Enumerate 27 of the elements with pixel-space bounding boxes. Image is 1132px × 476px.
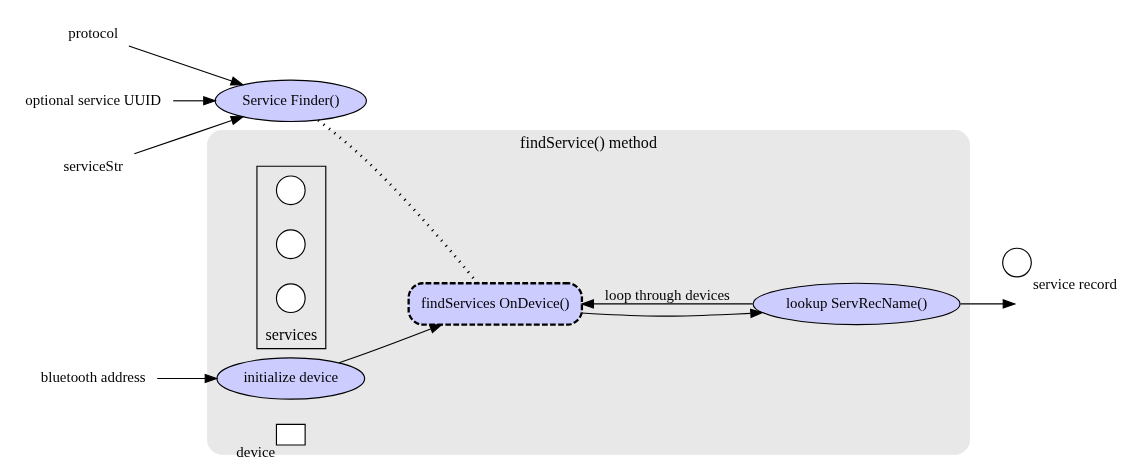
arrow (581, 308, 765, 318)
node-label: device (236, 443, 276, 460)
arrow (959, 298, 1017, 309)
node-label: service record (1032, 275, 1117, 292)
node-circle (275, 174, 306, 205)
node-circle (275, 282, 306, 313)
node-box: findServices OnDevice() (407, 281, 584, 326)
node-circle (275, 228, 306, 259)
arrow (580, 298, 754, 309)
node-text: bluetooth address (40, 368, 146, 385)
node-text: serviceStr (63, 157, 124, 174)
cluster (256, 165, 327, 349)
node-box (275, 423, 306, 446)
node-label: services (265, 325, 318, 343)
node-text: protocol (68, 24, 119, 41)
arrow (172, 95, 217, 106)
node-ellipse: initialize device (216, 356, 366, 400)
node-circle (1002, 247, 1032, 277)
arrow (128, 44, 245, 85)
node-ellipse: lookup ServRecName() (752, 282, 961, 325)
node-text: optional service UUID (25, 91, 162, 108)
arrow (156, 373, 219, 383)
arrow (133, 115, 245, 154)
node-ellipse: Service Finder() (214, 79, 367, 122)
edge-label: loop through devices (604, 286, 730, 303)
arrow (338, 323, 444, 363)
connector (317, 118, 479, 284)
